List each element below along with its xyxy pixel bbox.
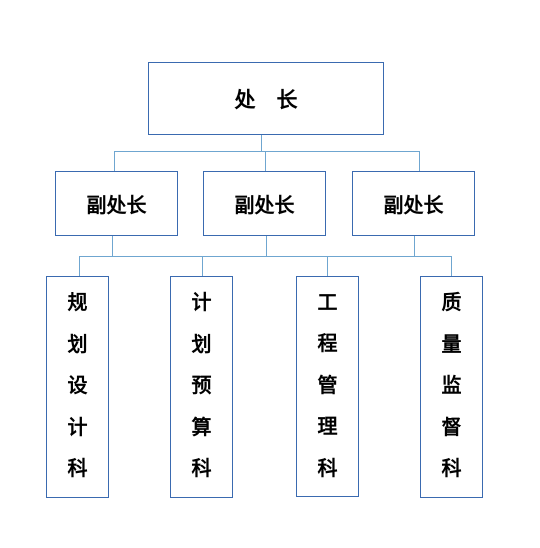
department-char: 督 <box>441 414 462 439</box>
department-char: 计 <box>191 290 212 314</box>
deputy-label: 副处长 <box>234 193 295 217</box>
department-box-planning-budget: 计 划 预 算 科 <box>170 276 233 498</box>
department-box-engineering-management: 工 程 管 理 科 <box>296 276 359 497</box>
department-char: 程 <box>317 331 338 356</box>
department-box-planning-design: 规 划 设 计 科 <box>46 276 109 498</box>
department-char: 监 <box>441 373 462 397</box>
department-char: 科 <box>67 456 88 480</box>
department-char: 划 <box>67 331 88 356</box>
department-char: 算 <box>191 414 212 439</box>
deputy-box-1: 副处长 <box>55 171 178 236</box>
department-char: 计 <box>67 414 88 439</box>
deputy-label: 副处长 <box>86 193 147 217</box>
department-char: 设 <box>67 373 88 397</box>
department-char: 管 <box>317 372 338 397</box>
department-char: 划 <box>191 331 212 356</box>
head-box: 处 长 <box>148 62 384 135</box>
department-char: 科 <box>317 455 338 480</box>
department-char: 质 <box>441 290 462 314</box>
deputy-box-3: 副处长 <box>352 171 475 236</box>
deputy-box-2: 副处长 <box>203 171 326 236</box>
department-char: 科 <box>191 456 212 480</box>
department-char: 理 <box>317 414 338 439</box>
department-char: 科 <box>441 456 462 480</box>
department-char: 量 <box>441 331 462 356</box>
department-box-quality-supervision: 质 量 监 督 科 <box>420 276 483 498</box>
deputy-label: 副处长 <box>383 193 444 217</box>
head-label: 处 长 <box>234 86 298 112</box>
department-char: 预 <box>191 373 212 397</box>
department-char: 规 <box>67 290 88 314</box>
department-char: 工 <box>317 290 338 314</box>
